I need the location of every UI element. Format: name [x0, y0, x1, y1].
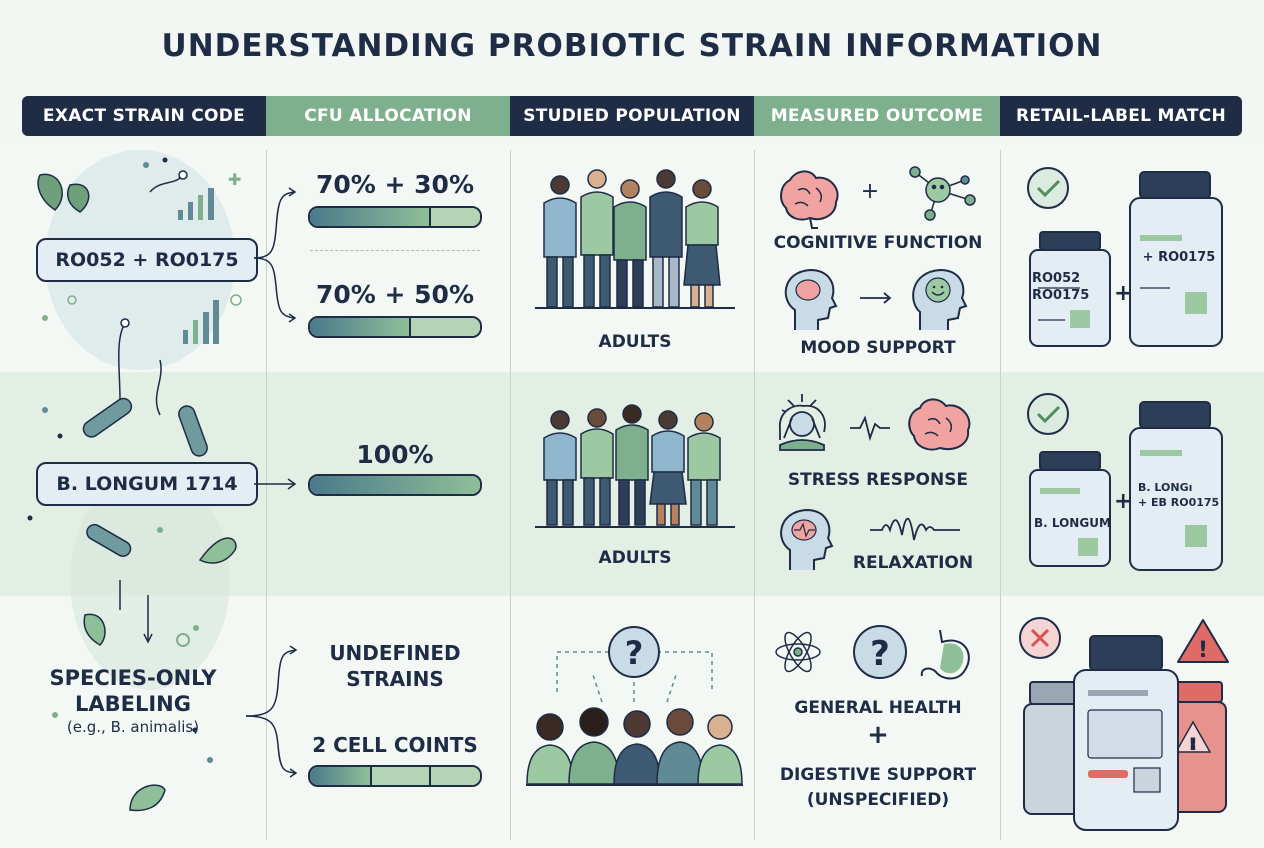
allocation-bar-1b	[308, 316, 482, 338]
allocation-bar-1a	[308, 206, 482, 228]
strain-column-decorations: ✚	[27, 150, 242, 812]
brain-icon	[780, 170, 839, 229]
outcome-mood-support: MOOD SUPPORT	[800, 338, 956, 358]
column-divider	[1000, 150, 1001, 840]
header-studied-population: STUDIED POPULATION	[510, 96, 754, 136]
outcome-icons-row-3: ?	[775, 625, 970, 680]
outcome-icons-row-1: +	[780, 166, 976, 330]
outcome-stress-response: STRESS RESPONSE	[787, 470, 969, 490]
page-title: UNDERSTANDING PROBIOTIC STRAIN INFORMATI…	[161, 28, 1103, 64]
column-divider	[754, 150, 755, 840]
outcome-unspecified: (UNSPECIFIED)	[806, 790, 950, 810]
svg-text:✚: ✚	[228, 170, 241, 189]
bottle-label-2a: B. LONGUM	[1034, 516, 1111, 530]
allocation-label-1b: 70% + 50%	[315, 280, 475, 309]
allocation-divider	[310, 250, 480, 251]
header-retail-label-match: RETAIL-LABEL MATCH	[1000, 96, 1242, 136]
allocation-bar-2	[308, 474, 482, 496]
allocation-label-1a: 70% + 30%	[315, 170, 475, 199]
check-icon	[1027, 393, 1069, 435]
bottle-icon	[1029, 231, 1111, 347]
question-icon: ?	[853, 625, 907, 679]
unknown-population-illustration: ?	[526, 626, 743, 786]
bacteria-icon	[82, 397, 208, 557]
column-divider	[266, 150, 267, 840]
outcome-relaxation: RELAXATION	[852, 553, 974, 573]
column-divider	[510, 150, 511, 840]
allocation-label-3a: UNDEFINED STRAINS	[329, 641, 461, 691]
strain-code-row-2: B. LONGUM 1714	[36, 462, 258, 506]
molecule-icon	[909, 166, 976, 221]
outcome-digestive-support: DIGESTIVE SUPPORT	[779, 765, 977, 785]
outcome-plus: +	[867, 720, 889, 750]
smile-icon	[912, 268, 968, 330]
labeling-line: LABELING	[75, 692, 191, 716]
brain-icon	[908, 398, 971, 451]
header-exact-strain-code: EXACT STRAIN CODE	[22, 96, 266, 136]
bottle-label-1b: + RO0175	[1142, 250, 1216, 265]
retail-match-row-1: +	[1027, 167, 1223, 347]
allocation-label-2: 100%	[356, 440, 434, 469]
outcome-icons-row-2	[779, 394, 971, 570]
head-icon	[784, 268, 838, 330]
bottle-icon	[1129, 171, 1223, 347]
wave-icon	[870, 517, 960, 541]
allocation-label-3b: 2 CELL COINTS	[312, 733, 478, 757]
strain-code-row-1: RO052 + RO0175	[36, 238, 258, 282]
bar-chart-icon	[178, 188, 219, 344]
allocation-segment	[369, 767, 431, 785]
allocation-segment	[429, 208, 480, 226]
bottle-text: RO0175	[1032, 288, 1090, 303]
svg-text:!: !	[1198, 638, 1208, 663]
allocation-segment	[310, 476, 480, 494]
question-icon: ?	[608, 626, 660, 678]
strain-example: (e.g., B. animalis)	[66, 718, 200, 736]
header-measured-outcome: MEASURED OUTCOME	[754, 96, 1000, 136]
warning-icon: !	[1177, 619, 1229, 663]
svg-text:+: +	[861, 179, 879, 204]
bottle-text: + EB RO0175	[1138, 496, 1220, 509]
svg-text:+: +	[1114, 281, 1132, 306]
x-icon	[1019, 617, 1061, 659]
population-row-2: ADULTS	[598, 548, 672, 568]
stress-icon	[779, 394, 826, 451]
check-icon	[1027, 167, 1069, 209]
bottle-icon	[1129, 401, 1223, 571]
people-group-icon	[535, 169, 735, 309]
allocation-segment	[310, 318, 410, 336]
species-only-line: SPECIES-ONLY	[49, 666, 217, 690]
people-group-icon	[535, 404, 735, 528]
atom-icon	[775, 631, 821, 673]
retail-match-row-2: +	[1027, 393, 1223, 571]
bottle-label-2b: B. LONGı + EB RO0175	[1138, 480, 1228, 510]
header-cfu-allocation: CFU ALLOCATION	[266, 96, 510, 136]
retail-mismatch-row-3: ! !	[1019, 617, 1229, 831]
allocation-segment	[310, 767, 370, 785]
svg-text:!: !	[1190, 737, 1196, 753]
bottle-text: RO052	[1032, 271, 1081, 286]
allocation-segment	[310, 208, 429, 226]
bottle-icon	[1073, 635, 1179, 831]
allocation-segment	[429, 767, 480, 785]
bottle-icon	[1029, 451, 1111, 567]
svg-text:?: ?	[625, 634, 644, 672]
allocation-brackets	[245, 187, 298, 778]
outcome-general-health: GENERAL HEALTH	[794, 698, 962, 718]
strain-code-row-3: SPECIES-ONLY LABELING	[20, 665, 246, 717]
svg-text:+: +	[1114, 489, 1132, 514]
allocation-segment	[409, 318, 480, 336]
outcome-cognitive-function: COGNITIVE FUNCTION	[773, 233, 983, 253]
allocation-bar-3	[308, 765, 482, 787]
leaf-icon	[83, 537, 237, 812]
population-row-1: ADULTS	[598, 332, 672, 352]
stomach-icon	[920, 629, 970, 680]
leaf-icon	[37, 173, 90, 213]
svg-text:?: ?	[870, 634, 890, 674]
bottle-text: B. LONGı	[1138, 481, 1193, 494]
bottle-label-1a: RO052 RO0175	[1032, 270, 1114, 304]
head-icon	[780, 508, 834, 570]
